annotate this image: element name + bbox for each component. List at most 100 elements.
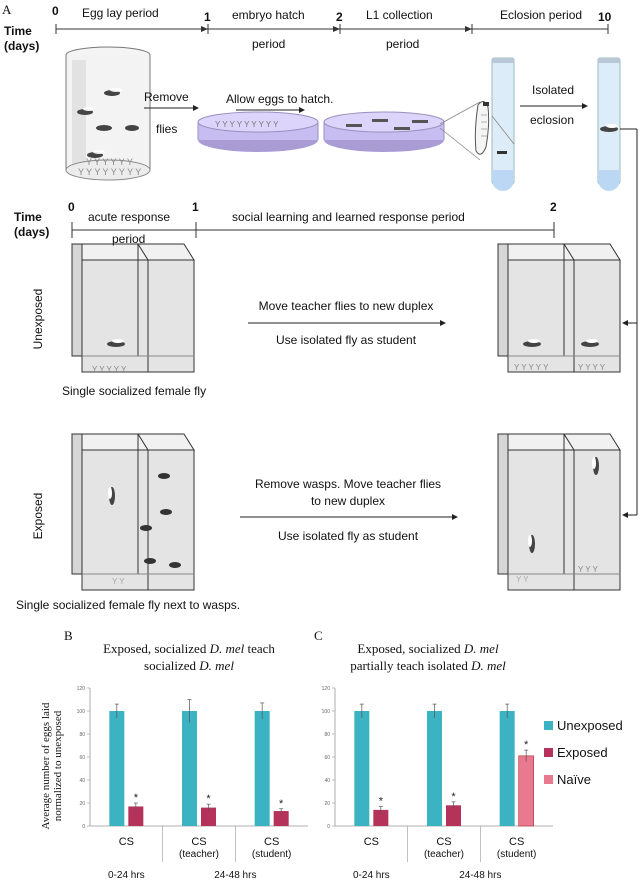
category-sublabel: (teacher) [424, 849, 464, 860]
y-tick-label: 20 [324, 801, 330, 807]
eclosion-label: eclosion [530, 113, 575, 127]
acute-response-period: period [112, 232, 146, 246]
y-tick-label: 0 [82, 824, 85, 830]
eclosion-arrow-head [582, 103, 588, 109]
timeline-1 [55, 24, 609, 34]
time-label-2: Time [14, 210, 42, 224]
petri-dish-2 [323, 101, 481, 161]
legend-swatch-exposed [544, 748, 553, 757]
svg-text:Y Y Y Y Y Y Y Y Y: Y Y Y Y Y Y Y Y Y [215, 120, 279, 129]
tick-10: 10 [598, 10, 612, 24]
isolated-label: Isolated [532, 83, 575, 97]
legend-swatch-naive [544, 775, 553, 784]
time-label-24-48: 24-48 hrs [214, 870, 256, 881]
category-label: CS [264, 836, 279, 848]
tick2-1: 1 [192, 200, 199, 214]
days-label-1: (days) [4, 39, 40, 53]
segment-l1-collection-period: period [386, 37, 420, 51]
bar-unexposed [109, 711, 125, 826]
exposed-arrow-top-1: Remove wasps. Move teacher flies [254, 477, 442, 491]
remove-label: Remove [144, 90, 189, 104]
bar-exposed [446, 805, 461, 826]
bar-unexposed [182, 711, 197, 826]
hatch-arrow-head [299, 107, 305, 113]
legend-item-naive: Naïve [544, 772, 623, 787]
unexposed-arrow-head [440, 320, 446, 326]
flies-label: flies [156, 122, 178, 136]
bar-unexposed [254, 711, 270, 826]
social-learning-label: social learning and learned response per… [232, 210, 465, 224]
culture-tube-2 [597, 57, 621, 191]
tick-2: 2 [336, 10, 343, 24]
legend-item-unexposed: Unexposed [544, 718, 623, 733]
significance-star: * [451, 791, 456, 803]
panel-a-label: A [2, 2, 12, 17]
bar-exposed [273, 811, 289, 826]
bar-unexposed [499, 711, 515, 826]
tick2-2: 2 [550, 200, 557, 214]
chart-b: 020406080100120*CS*CS(teacher)*CS(studen… [77, 686, 308, 881]
y-tick-label: 60 [79, 755, 85, 761]
chart-c: 020406080100120*CS*CS(teacher)*CS(studen… [322, 686, 553, 881]
y-tick-label: 80 [79, 732, 85, 738]
segment-egg-lay: Egg lay period [82, 6, 159, 20]
segment-eclosion: Eclosion period [500, 8, 583, 22]
significance-star: * [524, 739, 529, 751]
remove-arrow-head [193, 105, 199, 111]
y-tick-label: 120 [77, 686, 86, 692]
category-sublabel: (student) [497, 849, 536, 860]
legend-label-naive: Naïve [557, 772, 591, 787]
svg-text:Y Y Y Y Y: Y Y Y Y Y [514, 363, 549, 372]
svg-text:Y Y Y Y Y Y: Y Y Y Y Y Y [86, 157, 133, 167]
bar-exposed [201, 807, 216, 826]
y-tick-label: 60 [324, 755, 330, 761]
svg-text:Y Y Y Y Y Y Y Y: Y Y Y Y Y Y Y Y [78, 167, 141, 177]
panel-b-title-2: socialized D. mel [144, 658, 234, 673]
legend-label-unexposed: Unexposed [557, 718, 623, 733]
time-label-0-24: 0-24 hrs [353, 870, 390, 881]
culture-tube-1 [491, 57, 515, 191]
unexposed-row-label: Unexposed [31, 288, 45, 350]
unexposed-arrow-top: Move teacher flies to new duplex [258, 299, 434, 313]
exposed-arrow-top-2: to new duplex [310, 494, 386, 508]
exposed-row-label: Exposed [31, 492, 45, 540]
tick-1: 1 [204, 10, 211, 24]
category-sublabel: (teacher) [179, 849, 219, 860]
y-tick-label: 80 [324, 732, 330, 738]
category-label: CS [364, 836, 379, 848]
svg-text:Y Y Y Y Y: Y Y Y Y Y [92, 365, 127, 374]
y-tick-label: 100 [77, 709, 86, 715]
y-tick-label: 100 [322, 709, 331, 715]
larva-zoom [474, 101, 490, 155]
bar-exposed [128, 806, 144, 826]
significance-star: * [134, 792, 139, 804]
svg-text:Y Y: Y Y [112, 577, 125, 586]
duplex-unexposed-right [497, 243, 621, 373]
petri-dish-1: Y Y Y Y Y Y Y Y Y [197, 111, 319, 152]
time-label-24-48: 24-48 hrs [459, 870, 501, 881]
unexposed-caption: Single socialized female fly [62, 384, 207, 398]
bar-unexposed [427, 711, 442, 826]
y-tick-label: 20 [79, 801, 85, 807]
bar-unexposed [354, 711, 370, 826]
allow-label: Allow eggs to hatch. [226, 92, 334, 106]
tick2-0: 0 [68, 200, 75, 214]
panel-c-title-1: Exposed, socialized D. mel [357, 641, 499, 656]
tick-0: 0 [52, 4, 59, 18]
unexposed-arrow-bottom: Use isolated fly as student [275, 333, 417, 347]
svg-text:Y Y: Y Y [516, 575, 529, 584]
significance-star: * [206, 793, 211, 805]
fly-vial: Y Y Y Y Y Y Y Y Y Y Y Y Y Y [65, 46, 151, 181]
days-label-2: (days) [14, 225, 50, 239]
category-label: CS [509, 836, 524, 848]
svg-text:Y Y Y Y: Y Y Y Y [578, 363, 606, 372]
legend-label-exposed: Exposed [557, 745, 608, 760]
panel-c-title-2: partially teach isolated D. mel [350, 658, 506, 673]
exposed-arrow-bottom: Use isolated fly as student [277, 529, 419, 543]
category-sublabel: (student) [252, 849, 291, 860]
duplex-unexposed-left [71, 243, 195, 373]
bar-naive [518, 755, 534, 827]
category-label: CS [191, 836, 206, 848]
significance-star: * [279, 798, 284, 810]
